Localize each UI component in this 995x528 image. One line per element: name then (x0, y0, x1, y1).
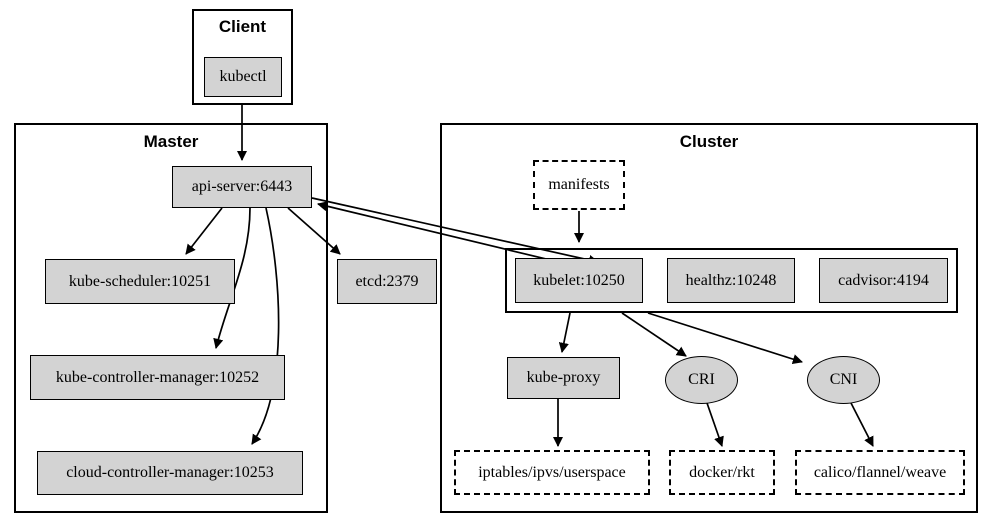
node-api-server[interactable]: api-server:6443 (172, 166, 312, 208)
group-client: Client (192, 9, 293, 105)
node-iptables[interactable]: iptables/ipvs/userspace (454, 450, 650, 495)
group-master-title: Master (143, 132, 199, 151)
node-cadvisor[interactable]: cadvisor:4194 (819, 258, 948, 303)
node-calico[interactable]: calico/flannel/weave (795, 450, 965, 495)
node-etcd[interactable]: etcd:2379 (337, 259, 437, 304)
group-master: Master (14, 123, 328, 513)
group-cluster-title: Cluster (679, 132, 739, 151)
node-kubelet[interactable]: kubelet:10250 (515, 258, 643, 303)
node-cri[interactable]: CRI (665, 356, 738, 404)
node-cloud-controller-manager[interactable]: cloud-controller-manager:10253 (37, 451, 303, 495)
node-kube-controller-manager[interactable]: kube-controller-manager:10252 (30, 355, 285, 400)
group-node (505, 248, 958, 313)
node-healthz[interactable]: healthz:10248 (667, 258, 795, 303)
node-cni[interactable]: CNI (807, 356, 880, 404)
node-kube-scheduler[interactable]: kube-scheduler:10251 (45, 259, 235, 304)
node-docker-rkt[interactable]: docker/rkt (669, 450, 775, 495)
node-kubectl[interactable]: kubectl (204, 57, 282, 97)
group-client-title: Client (218, 17, 267, 36)
node-manifests[interactable]: manifests (533, 160, 625, 210)
node-kube-proxy[interactable]: kube-proxy (507, 357, 620, 399)
group-cluster: Cluster (440, 123, 978, 513)
